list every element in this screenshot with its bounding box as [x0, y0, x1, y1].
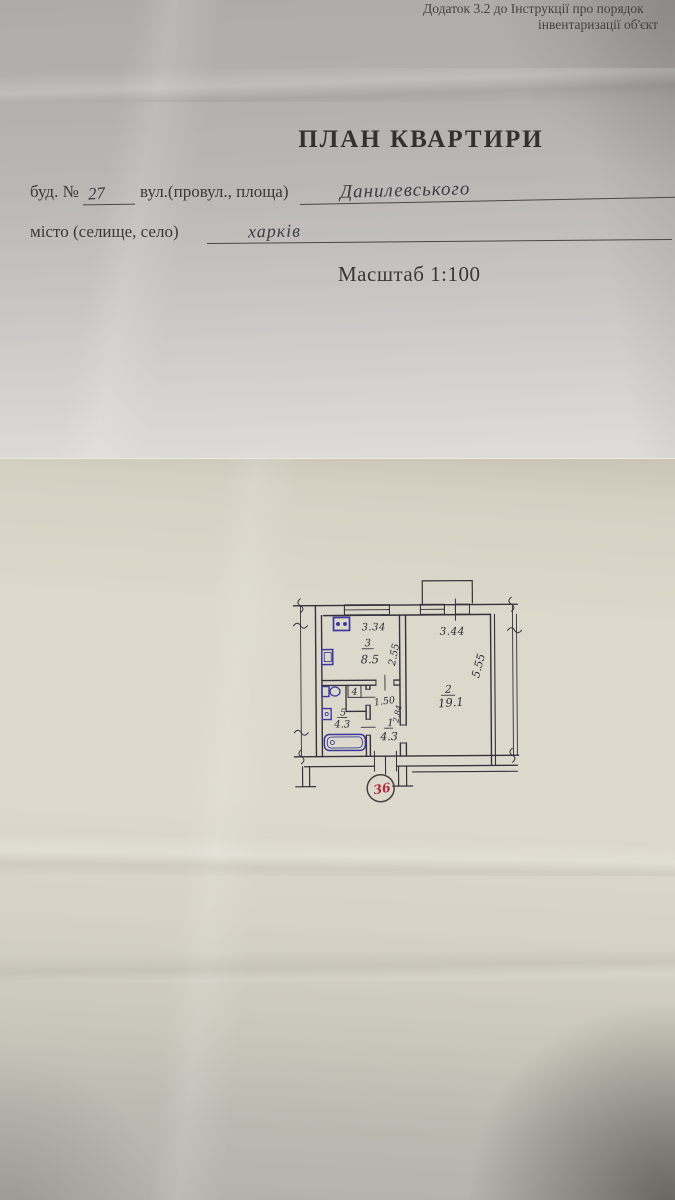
bathroom-area: 4.3: [333, 719, 350, 730]
annotation-line-2: інвентаризації об'єкт: [538, 17, 659, 32]
building-number-handwritten: 27: [87, 183, 106, 204]
city-label: місто (селище, село): [30, 222, 179, 241]
plan-labels: 3.34 2.55 3 8.5 3.44 5.55 2 19.1 4 5 4.3…: [333, 622, 488, 743]
windows-balcony: [343, 579, 473, 621]
toilet-icon: [321, 685, 341, 698]
hallway-width-dim: 1.50: [373, 695, 395, 709]
living-depth-dim: 5.55: [469, 652, 488, 679]
balcony-outline: [421, 579, 473, 604]
apartment-number-stamp: 36: [366, 773, 395, 803]
hallway-depth-dim: 2.84: [391, 704, 404, 724]
floor-plan-drawing: 3.34 2.55 3 8.5 3.44 5.55 2 19.1 4 5 4.3…: [292, 579, 523, 803]
toilet-number: 4: [350, 687, 357, 698]
kitchen-area: 8.5: [361, 652, 379, 666]
plan-sheet: [0, 459, 675, 1200]
kitchen-number: 3: [365, 638, 371, 649]
form-sheet: [0, 0, 675, 459]
street-handwritten: Данилевського: [339, 178, 471, 203]
page-title: ПЛАН КВАРТИРИ: [298, 126, 544, 153]
living-width-dim: 3.44: [440, 626, 465, 638]
hallway-number: 1: [387, 718, 393, 729]
toilet-room-label-box: [347, 684, 362, 698]
building-label: буд. №: [30, 182, 79, 201]
annotation-line-1: Додаток 3.2 до Інструкції про порядок: [423, 1, 644, 16]
interior-walls: [321, 614, 408, 757]
floor-plan: 3.34 2.55 3 8.5 3.44 5.55 2 19.1 4 5 4.3…: [287, 572, 531, 810]
kitchen-sink-icon: [320, 648, 334, 666]
scale-label: Масштаб 1:100: [338, 262, 481, 286]
kitchen-depth-dim: 2.55: [387, 643, 402, 668]
apartment-number: 36: [372, 780, 392, 798]
form-annotation: Додаток 3.2 до Інструкції про порядок ін…: [423, 1, 675, 33]
living-area: 19.1: [438, 695, 465, 711]
hallway-area: 4.3: [379, 730, 398, 743]
living-number: 2: [444, 684, 452, 696]
bathroom-number: 5: [340, 707, 346, 718]
wall-break-marks: [293, 596, 523, 765]
bathtub-icon: [323, 733, 367, 752]
street-label: вул.(провул., площа): [140, 182, 289, 201]
stove-icon: [332, 616, 351, 632]
balcony-door: [454, 603, 470, 615]
kitchen-width-dim: 3.34: [362, 622, 386, 633]
entrance-structures: [295, 750, 519, 788]
toilet-room-walls: [345, 684, 367, 713]
washbasin-icon: [321, 707, 332, 721]
city-handwritten: харків: [247, 220, 302, 242]
fixtures: [320, 616, 367, 752]
